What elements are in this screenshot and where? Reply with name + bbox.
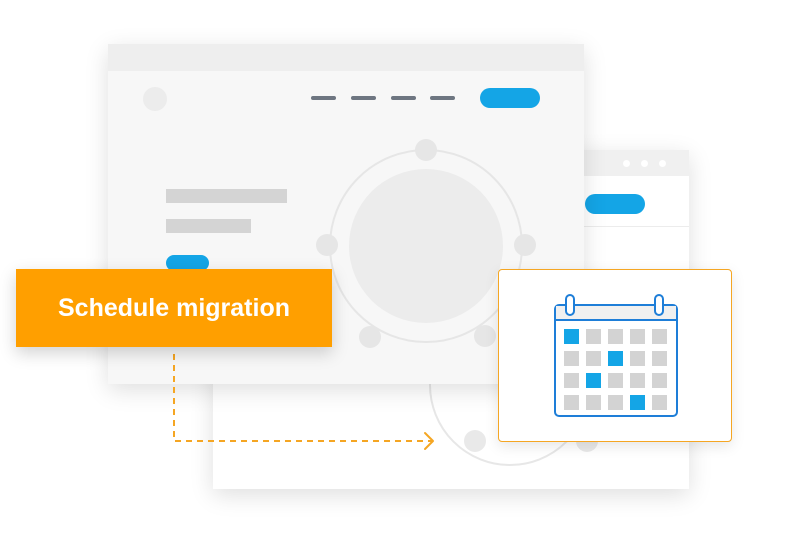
calendar-day [630, 373, 645, 388]
calendar-day [564, 373, 579, 388]
calendar-day-highlighted [630, 395, 645, 410]
calendar-day [630, 351, 645, 366]
calendar-day [652, 395, 667, 410]
calendar-day [586, 329, 601, 344]
nav-item[interactable] [311, 96, 336, 100]
header-button[interactable] [480, 88, 540, 108]
calendar-day-highlighted [564, 329, 579, 344]
calendar-day [586, 351, 601, 366]
calendar-day [652, 351, 667, 366]
schedule-migration-label: Schedule migration [58, 293, 290, 322]
nav-item[interactable] [430, 96, 455, 100]
header-button[interactable] [585, 194, 645, 214]
text-placeholder-line [166, 189, 287, 203]
calendar-card[interactable] [498, 269, 732, 442]
calendar-day [608, 395, 623, 410]
window-dot [659, 160, 666, 167]
window-title-bar [108, 44, 584, 71]
calendar-day-highlighted [608, 351, 623, 366]
calendar-day [564, 351, 579, 366]
hub-graphic [316, 139, 536, 348]
calendar-day [652, 329, 667, 344]
window-dot [623, 160, 630, 167]
nav-item[interactable] [391, 96, 416, 100]
calendar-day [608, 373, 623, 388]
calendar-day [564, 395, 579, 410]
logo-placeholder [143, 87, 167, 111]
schedule-migration-button[interactable]: Schedule migration [16, 269, 332, 347]
nav-item[interactable] [351, 96, 376, 100]
calendar-day [586, 395, 601, 410]
calendar-day [652, 373, 667, 388]
text-placeholder-line [166, 219, 251, 233]
content-button[interactable] [166, 255, 209, 271]
calendar-day [608, 329, 623, 344]
window-dot [641, 160, 648, 167]
calendar-day-highlighted [586, 373, 601, 388]
calendar-day [630, 329, 645, 344]
calendar-icon [554, 294, 678, 417]
